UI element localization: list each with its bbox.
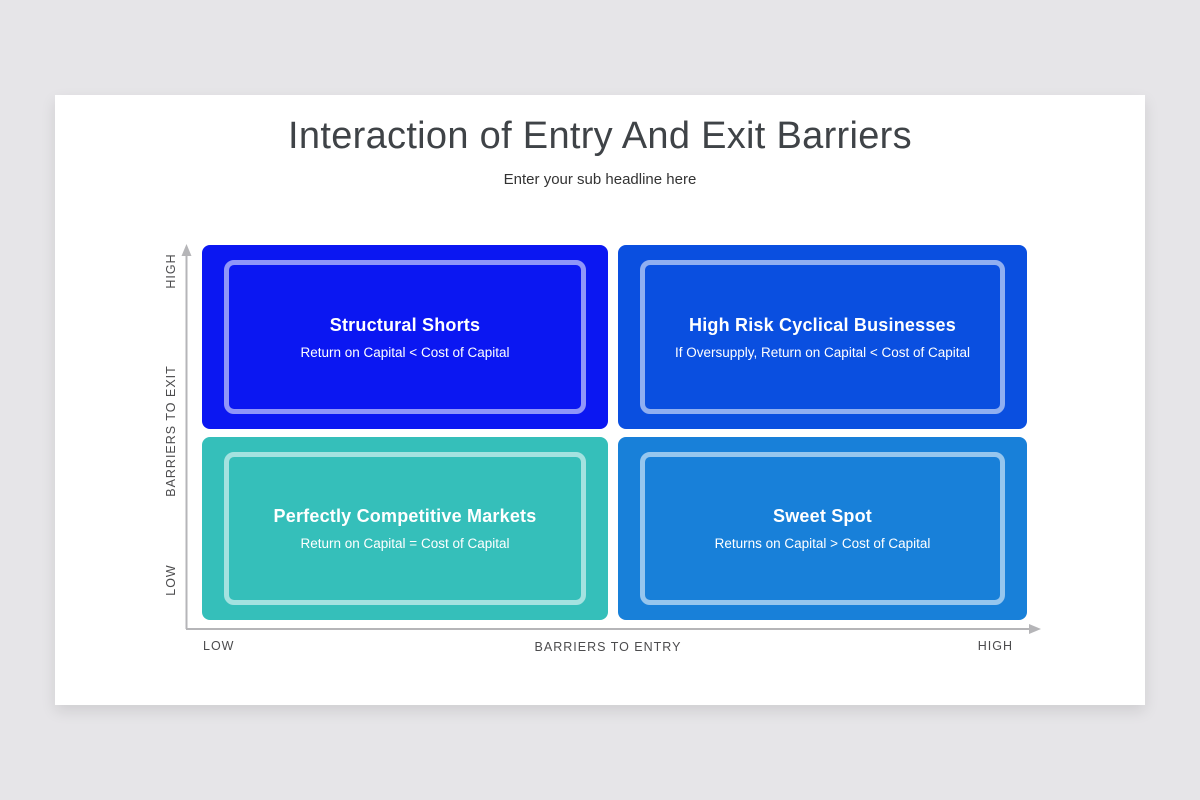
page-title: Interaction of Entry And Exit Barriers [288,115,912,157]
quadrant-title: Perfectly Competitive Markets [273,506,537,526]
quadrant-title: Structural Shorts [329,314,481,335]
y-axis-tick-high: HIGH [164,253,178,289]
quadrant-top-left: Structural Shorts Return on Capital < Co… [202,245,608,429]
quadrant-description: Returns on Capital > Cost of Capital [714,536,931,551]
x-axis-title: BARRIERS TO ENTRY [534,640,682,654]
x-axis-tick-low: LOW [203,639,235,653]
y-axis-arrowhead-icon [181,244,192,256]
quadrant-title: Sweet Spot [772,506,872,526]
x-axis-arrowhead-icon [1029,624,1041,634]
quadrant-description: Return on Capital = Cost of Capital [300,536,510,551]
quadrant-title: High Risk Cyclical Businesses [689,314,956,335]
y-axis-title: BARRIERS TO EXIT [164,365,178,497]
page-subtitle: Enter your sub headline here [503,171,697,188]
quadrant-description: If Oversupply, Return on Capital < Cost … [674,344,971,360]
quadrant-description: Return on Capital < Cost of Capital [300,344,510,360]
quadrant-bottom-left: Perfectly Competitive Markets Return on … [202,437,608,620]
y-axis-tick-low: LOW [164,564,178,596]
x-axis-tick-high: HIGH [977,639,1013,653]
quadrant-bottom-right: Sweet Spot Returns on Capital > Cost of … [618,437,1027,620]
slide-canvas: Interaction of Entry And Exit Barriers E… [55,95,1145,705]
quadrant-top-right: High Risk Cyclical Businesses If Oversup… [618,245,1027,429]
